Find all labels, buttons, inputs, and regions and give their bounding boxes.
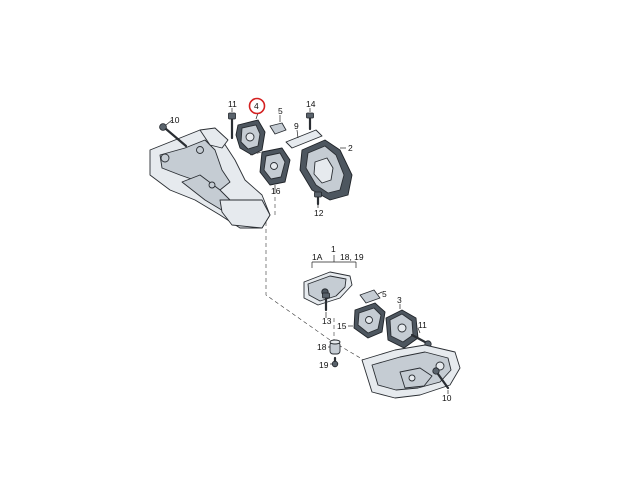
callout-1: 1 [331, 244, 336, 254]
callout-19: 19 [319, 360, 329, 370]
callout-4-highlight-ring [248, 97, 266, 115]
callout-10-upper: 10 [170, 115, 180, 125]
bolt-10-lower [432, 367, 450, 394]
bolt-11-upper [228, 108, 236, 140]
part-16-mount [259, 147, 291, 190]
part-14-bolt [306, 108, 314, 131]
part-9-link [285, 129, 323, 149]
bolt-10-upper [159, 119, 188, 148]
assembly-guide-lines [249, 151, 385, 373]
callout-labels: 10 11 4 5 14 9 2 16 12 1 1A 18, 19 13 5 … [170, 97, 452, 403]
callout-18-19: 18, 19 [340, 252, 364, 262]
callout-12: 12 [314, 208, 324, 218]
part-12-bolt [314, 191, 322, 208]
part-5-clip-upper [269, 115, 287, 135]
callout-4: 4 [254, 101, 259, 111]
callout-1a: 1A [312, 252, 323, 262]
callout-3: 3 [397, 295, 402, 305]
part-5-clip-lower [359, 289, 383, 304]
lower-subframe [361, 344, 461, 399]
part-1-bracket [303, 255, 357, 306]
callout-11-upper: 11 [228, 99, 237, 109]
callout-15: 15 [337, 321, 347, 331]
part-18-bushing [328, 339, 341, 355]
callout-9: 9 [294, 121, 299, 131]
callout-11-lower: 11 [418, 320, 427, 330]
part-3-mount [385, 304, 419, 349]
callout-5-lower: 5 [382, 289, 387, 299]
part-15-mount [348, 302, 386, 339]
callout-13: 13 [322, 316, 332, 326]
part-13-bolt [322, 292, 330, 318]
callout-14: 14 [306, 99, 316, 109]
callout-10-lower: 10 [442, 393, 452, 403]
part-19-bolt [330, 356, 339, 368]
upper-subframe [149, 127, 271, 229]
part-4-bracket [235, 112, 266, 156]
callout-16: 16 [271, 186, 281, 196]
callout-5-upper: 5 [278, 106, 283, 116]
part-2-mount [299, 139, 353, 201]
callout-2: 2 [348, 143, 353, 153]
callout-18: 18 [317, 342, 327, 352]
